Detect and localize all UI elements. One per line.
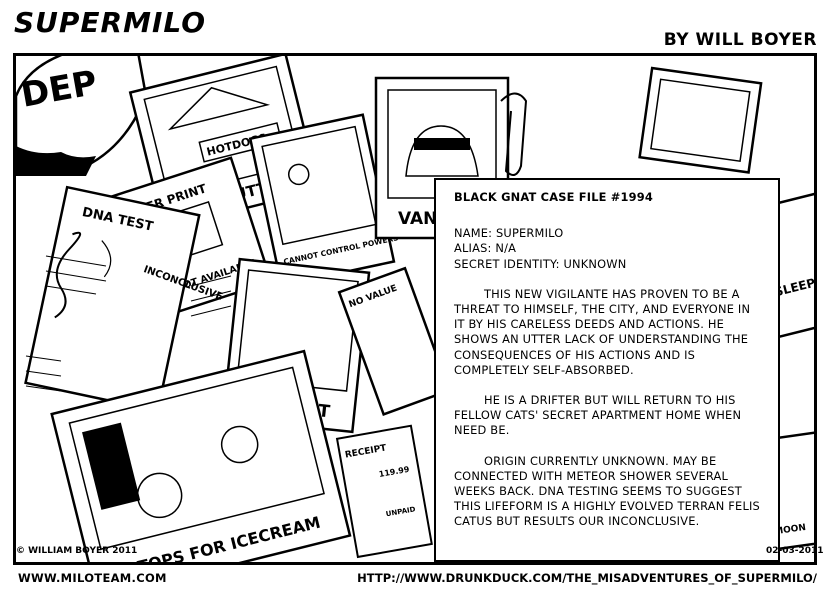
dept-badge: DEP <box>16 56 148 176</box>
comic-title: SUPERMILO <box>14 6 207 39</box>
paperclip-icon <box>500 92 528 176</box>
evidence-collage: DEP HOTDOGS GLUTTONY FINGER PRINT PRINT … <box>16 56 814 562</box>
scribble-lines <box>25 255 232 392</box>
case-file-paragraph-3: ORIGIN CURRENTLY UNKNOWN. MAY BE CONNECT… <box>454 453 760 529</box>
dna-test-sheet: DNA TEST <box>24 185 201 413</box>
copyright-notice: © WILLIAM BOYER 2011 <box>16 546 138 556</box>
comic-date: 02-03-2011 <box>766 546 824 556</box>
moon-label: MOON <box>774 523 807 537</box>
case-file-title: BLACK GNAT CASE FILE #1994 <box>454 190 654 204</box>
case-file-paragraph-1: THIS NEW VIGILANTE HAS PROVEN TO BE A TH… <box>454 286 751 377</box>
no-value-sheet: NO VALUE <box>337 266 452 416</box>
drunkduck-link[interactable]: HTTP://WWW.DRUNKDUCK.COM/THE_MISADVENTUR… <box>357 571 817 585</box>
case-file-alias: ALIAS: N/A <box>454 241 517 256</box>
comic-author: BY WILL BOYER <box>663 30 817 50</box>
case-file-paragraph-2: HE IS A DRIFTER BUT WILL RETURN TO HIS F… <box>454 393 742 438</box>
powers-photo: CANNOT CONTROL POWERS <box>248 113 399 287</box>
site-link[interactable]: WWW.MILOTEAM.COM <box>18 571 167 585</box>
case-file-card: BLACK GNAT CASE FILE #1994 NAME: SUPERMI… <box>434 178 780 562</box>
case-file-name: NAME: SUPERMILO <box>454 226 564 241</box>
receipt: RECEIPT 119.99 UNPAID <box>335 424 433 559</box>
icecream-photo: STOPS FOR ICECREAM <box>50 349 352 562</box>
case-file-secret-identity: SECRET IDENTITY: UNKNOWN <box>454 256 627 271</box>
top-right-photo <box>638 66 763 174</box>
comic-panel: DEP HOTDOGS GLUTTONY FINGER PRINT PRINT … <box>13 53 817 565</box>
